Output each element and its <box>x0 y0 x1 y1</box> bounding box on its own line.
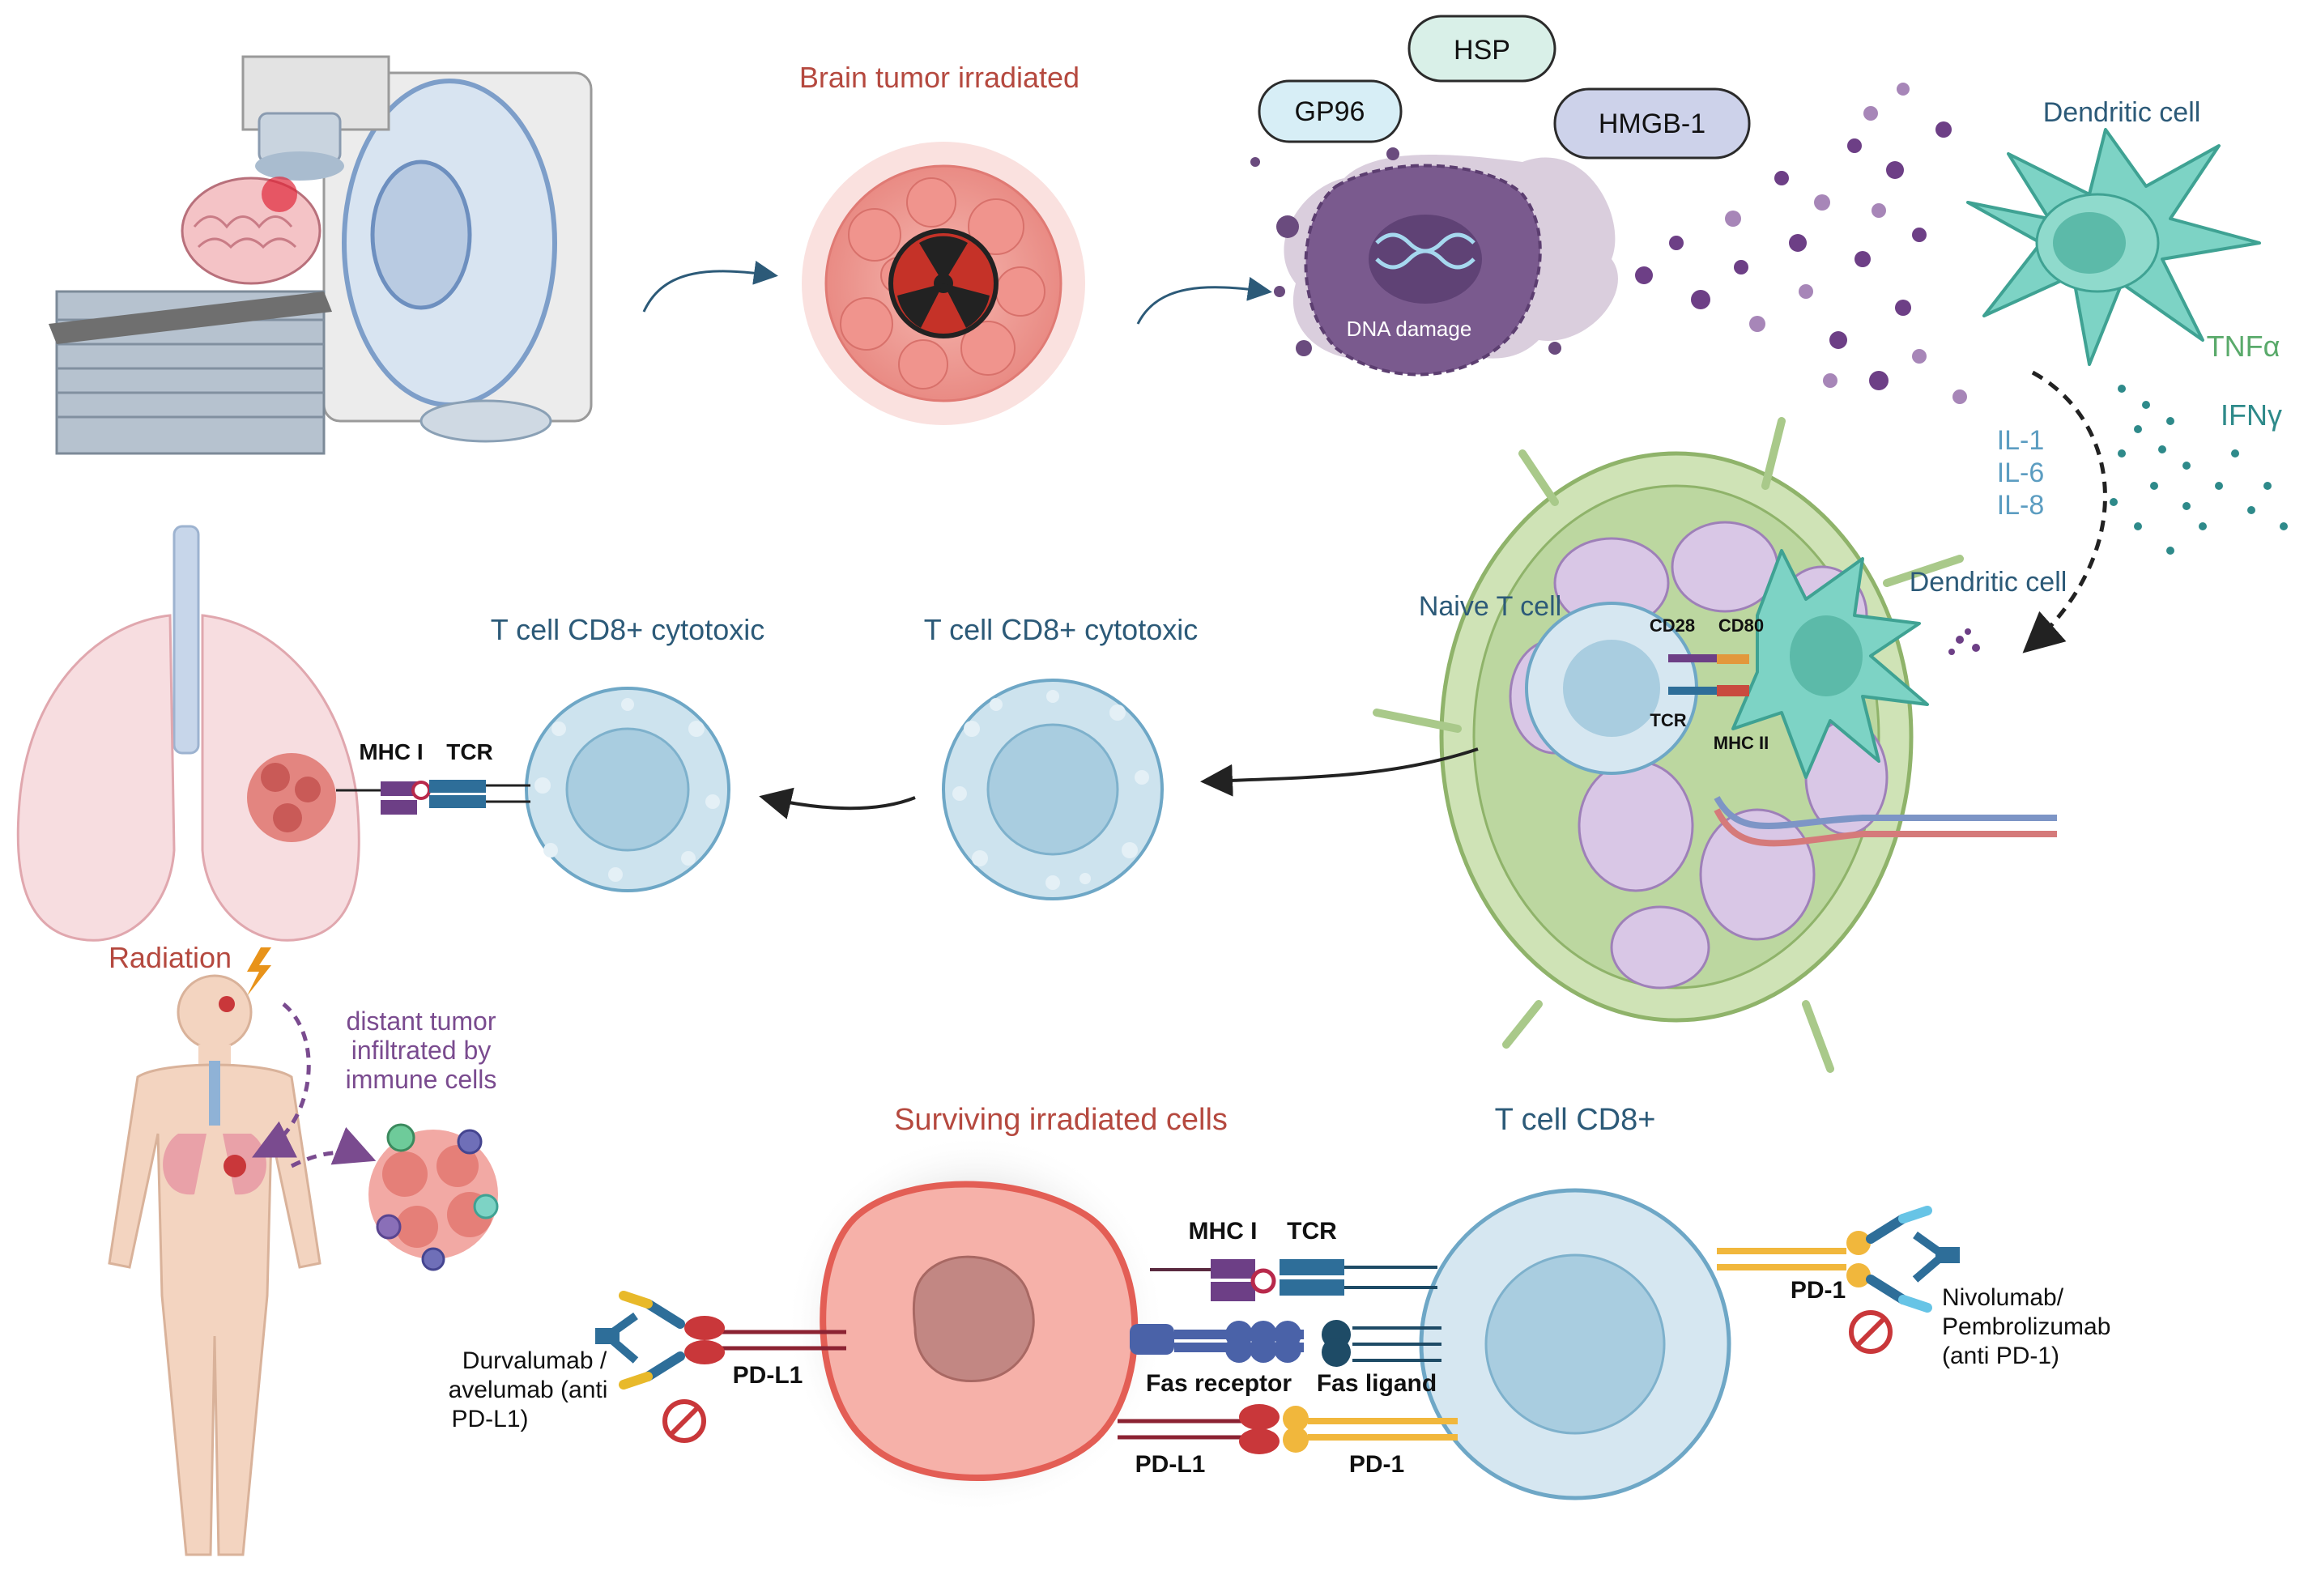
gp96-label: GP96 <box>1295 96 1365 127</box>
dendritic-cell-node-icon <box>1731 549 1929 779</box>
fas-ligand-label: Fas ligand <box>1317 1370 1437 1397</box>
human-body-icon <box>108 974 322 1556</box>
pd1-antibody-right <box>1717 1206 1960 1313</box>
mhc-i-bottom-label: MHC I <box>1189 1218 1258 1245</box>
lightning-icon <box>247 947 271 996</box>
cd28-label: CD28 <box>1650 615 1695 636</box>
cd80-label: CD80 <box>1718 615 1764 636</box>
prohibited-icon-left <box>662 1399 706 1443</box>
il1-label: IL-1 <box>1997 425 2045 456</box>
arrow-linac-to-tumor <box>642 260 778 313</box>
ifng-label: IFNγ <box>2221 398 2282 432</box>
brain-tumor-irradiated-title: Brain tumor irradiated <box>799 61 1079 94</box>
tcr-bottom-label: TCR <box>1287 1218 1337 1245</box>
radiation-label: Radiation <box>109 941 232 974</box>
surviving-tumor-cell-icon <box>786 1134 1166 1514</box>
nivolumab-line2: Pembrolizumab <box>1942 1313 2110 1340</box>
nivolumab-line3: (anti PD-1) <box>1942 1343 2059 1369</box>
dashed-arrow-to-lymph-node <box>2022 370 2107 653</box>
tcr-left-label: TCR <box>446 739 493 764</box>
gp96-pill: GP96 <box>1258 79 1403 143</box>
pd-l1-left-label: PD-L1 <box>733 1362 803 1389</box>
dying-tumor-cell-icon <box>1250 147 1618 377</box>
costimulation-receptors <box>1668 654 1749 696</box>
dendritic-cell-top-icon <box>1966 128 2261 366</box>
distant-tumor-icon <box>368 1123 499 1271</box>
cd8-right-cell-icon <box>942 679 1164 900</box>
durvalumab-line2: avelumab (anti <box>449 1377 608 1403</box>
tnfa-label: TNFα <box>2207 330 2280 363</box>
distant-tumor-line1: distant tumor <box>347 1007 496 1036</box>
lungs-icon <box>16 525 360 942</box>
cytokine-dots <box>2110 385 2288 555</box>
pd-l1-bottom-label: PD-L1 <box>1135 1451 1206 1478</box>
cd8-bottom-title: T cell CD8+ <box>1495 1103 1656 1137</box>
il6-label: IL-6 <box>1997 458 2045 488</box>
antigen-small-dots <box>1948 628 1980 655</box>
linac-machine-icon <box>49 55 593 455</box>
hsp-label: HSP <box>1454 35 1510 66</box>
hmgb1-label: HMGB-1 <box>1599 109 1705 139</box>
pd-1-bottom-label: PD-1 <box>1349 1451 1404 1478</box>
dashed-arrow-to-lung <box>252 1002 311 1158</box>
hmgb1-pill: HMGB-1 <box>1553 87 1751 160</box>
cd8-left-cell-icon <box>525 687 730 892</box>
irradiated-brain-icon <box>181 177 322 285</box>
cd8-left-title: T cell CD8+ cytotoxic <box>491 613 764 646</box>
nivolumab-line1: Nivolumab/ <box>1942 1284 2064 1311</box>
surviving-cells-title: Surviving irradiated cells <box>894 1103 1228 1137</box>
arrow-node-to-cd8-right <box>1200 747 1479 797</box>
cd8-right-title: T cell CD8+ cytotoxic <box>924 613 1198 646</box>
prohibited-icon-right <box>1849 1310 1893 1354</box>
durvalumab-line1: Durvalumab / <box>462 1347 607 1374</box>
naive-t-cell-icon <box>1525 602 1698 775</box>
durvalumab-line3: PD-L1) <box>451 1406 528 1432</box>
mhc-ii-label: MHC II <box>1714 733 1769 753</box>
fas-receptor-label: Fas receptor <box>1146 1370 1292 1397</box>
fas-complex <box>1130 1320 1441 1367</box>
dendritic-cell-node-label: Dendritic cell <box>1910 567 2067 598</box>
il8-label: IL-8 <box>1997 490 2045 521</box>
naive-t-cell-label: Naive T cell <box>1419 591 1561 622</box>
pdl1-pd1-bottom-complex <box>1118 1404 1458 1454</box>
tcr-node-label: TCR <box>1650 710 1686 730</box>
hsp-pill: HSP <box>1407 15 1556 83</box>
irradiated-tumor-icon <box>802 142 1085 425</box>
pdl1-antibody-left <box>595 1291 846 1390</box>
antigen-particles <box>1635 83 1967 404</box>
pd-1-right-label: PD-1 <box>1791 1277 1846 1304</box>
distant-tumor-line2: infiltrated by <box>351 1036 492 1065</box>
mhc-tcr-left-complex <box>336 780 530 815</box>
dna-damage-label: DNA damage <box>1347 317 1472 341</box>
distant-tumor-line3: immune cells <box>346 1065 497 1094</box>
dendritic-cell-top-label: Dendritic cell <box>2043 97 2201 128</box>
arrow-tumor-to-dying-cell <box>1136 276 1272 325</box>
mhc-i-left-label: MHC I <box>359 739 423 764</box>
mhc-tcr-bottom-complex <box>1150 1259 1437 1301</box>
cd8-bottom-cell-icon <box>1419 1188 1731 1500</box>
dashed-arrow-to-distant-tumor <box>290 1126 377 1168</box>
arrow-cd8-right-to-left <box>759 787 916 819</box>
